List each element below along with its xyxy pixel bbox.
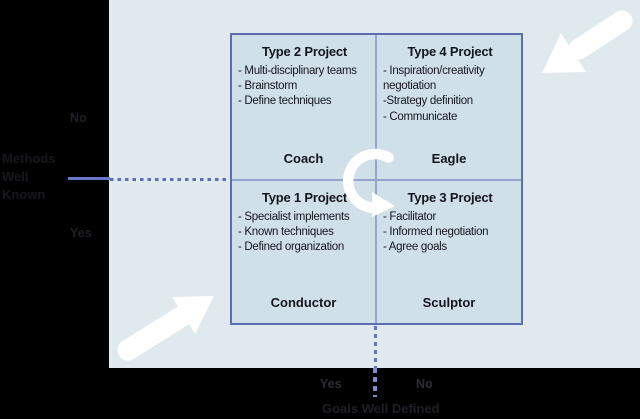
y-axis-label-line: Methods: [2, 151, 56, 166]
quadrant-type-4: Type 4 Project - Inspiration/creativity …: [377, 35, 521, 179]
x-axis-tick-no: No: [416, 377, 433, 391]
role-label: Eagle: [431, 151, 467, 166]
quadrant-title: Type 3 Project: [407, 190, 493, 205]
quadrant-title: Type 1 Project: [261, 190, 348, 205]
quadrant-title: Type 4 Project: [407, 44, 493, 59]
y-axis-tick-no: No: [70, 111, 87, 125]
y-axis-label-line: Well: [2, 169, 29, 184]
role-label: Sculptor: [422, 295, 476, 310]
bullet-line: - Define techniques: [238, 95, 332, 108]
y-axis-tick-yes: Yes: [70, 226, 92, 240]
quadrant-type-1: Type 1 Project - Specialist implements -…: [232, 181, 375, 323]
bullet-line: - Known techniques: [238, 226, 334, 239]
quadrant-type-3: Type 3 Project - Facilitator - Informed …: [377, 181, 521, 323]
goals-methods-matrix: Type 2 Project - Multi-disciplinary team…: [230, 33, 523, 325]
y-axis-dashed-line: [110, 178, 230, 181]
bullet-line: - Defined organization: [238, 241, 344, 254]
role-label: Coach: [283, 151, 324, 166]
bullet-line: negotiation: [383, 80, 436, 93]
y-axis-label: Methods Well Known: [2, 150, 55, 204]
bullet-line: - Specialist implements: [238, 211, 350, 223]
bullet-line: -Strategy definition: [383, 95, 473, 108]
x-axis-tick-yes: Yes: [320, 377, 342, 391]
quadrant-type-2: Type 2 Project - Multi-disciplinary team…: [232, 35, 375, 179]
bullet-line: - Agree goals: [383, 241, 447, 254]
x-axis-dashed-line-lower: [373, 368, 377, 397]
role-label: Conductor: [270, 295, 337, 310]
bullet-line: - Brainstorm: [238, 80, 298, 93]
x-axis-dashed-line-upper: [374, 326, 377, 368]
bullet-line: - Informed negotiation: [383, 226, 489, 239]
x-axis-label: Goals Well Defined: [322, 401, 440, 416]
bullet-line: - Inspiration/creativity: [383, 65, 485, 77]
quadrant-title: Type 2 Project: [261, 44, 348, 59]
y-axis-label-line: Known: [2, 187, 46, 202]
bullet-line: - Multi-disciplinary teams: [238, 65, 357, 77]
bullet-line: - Facilitator: [383, 211, 436, 223]
bullet-line: - Communicate: [383, 110, 458, 123]
y-axis-solid-line: [68, 177, 110, 180]
